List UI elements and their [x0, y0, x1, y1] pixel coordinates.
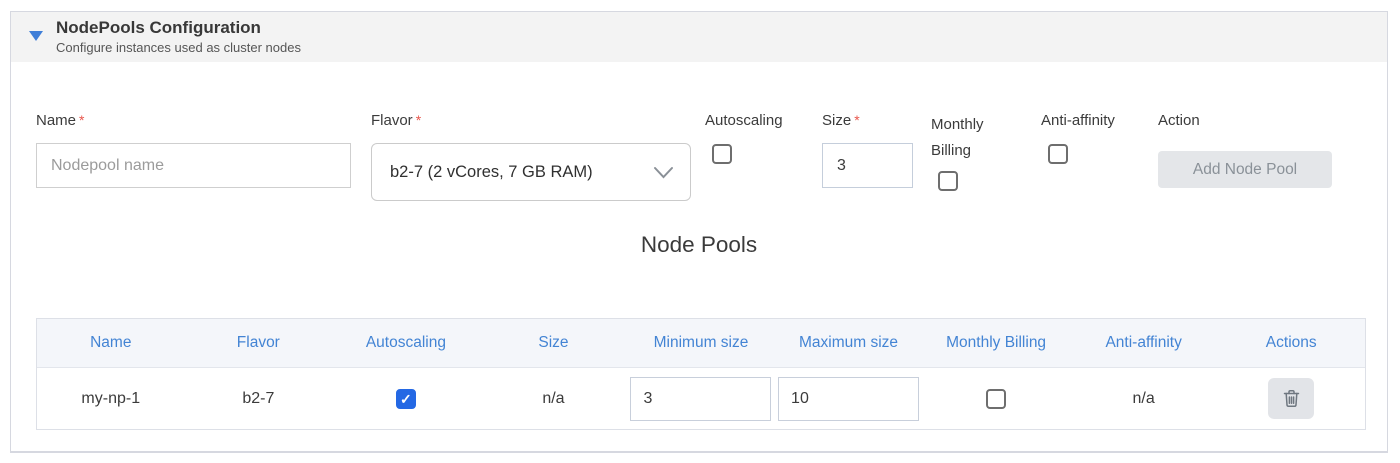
nodepools-panel: NodePools Configuration Configure instan… [10, 11, 1388, 453]
collapse-triangle-icon[interactable] [29, 31, 43, 41]
cell-actions [1217, 378, 1365, 419]
cell-maximum-size [775, 376, 923, 421]
flavor-select[interactable]: b2-7 (2 vCores, 7 GB RAM) [371, 143, 691, 201]
autoscaling-label: Autoscaling [705, 112, 783, 129]
column-header-size: Size [538, 334, 569, 351]
panel-title: NodePools Configuration [56, 18, 261, 37]
node-pools-section-title: Node Pools [640, 232, 758, 257]
column-header-name: Name [90, 334, 132, 351]
maximum-size-input[interactable] [778, 376, 920, 421]
size-input[interactable] [822, 143, 913, 188]
autoscaling-checkbox[interactable]: ✓ [712, 144, 732, 164]
column-header-flavor: Flavor [236, 334, 280, 351]
cell-name: my-np-1 [81, 389, 141, 407]
panel-header: NodePools Configuration Configure instan… [11, 12, 1387, 62]
size-label: Size* [822, 112, 860, 129]
required-marker: * [854, 112, 860, 128]
column-header-anti-affinity: Anti-affinity [1105, 334, 1182, 351]
required-marker: * [79, 112, 85, 128]
flavor-label: Flavor* [371, 112, 422, 129]
cell-autoscaling: ✓ [332, 388, 480, 409]
cell-flavor: b2-7 [242, 389, 275, 407]
required-marker: * [415, 112, 422, 128]
node-pools-table: Name Flavor Autoscaling Size Minimum siz… [36, 318, 1366, 430]
action-label: Action [1158, 112, 1200, 129]
anti-affinity-label: Anti-affinity [1041, 112, 1115, 129]
chevron-down-icon [654, 166, 673, 178]
table-row: my-np-1 b2-7 ✓ n/a [37, 368, 1365, 429]
monthly-billing-checkbox[interactable]: ✓ [938, 171, 958, 191]
trash-icon [1283, 390, 1299, 408]
table-header-row: Name Flavor Autoscaling Size Minimum siz… [37, 319, 1365, 368]
column-header-monthly-billing: Monthly Billing [946, 334, 1047, 351]
minimum-size-input[interactable] [630, 376, 772, 421]
column-header-maximum-size: Maximum size [799, 334, 899, 351]
panel-subtitle: Configure instances used as cluster node… [56, 40, 301, 55]
cell-anti-affinity: n/a [1132, 389, 1155, 407]
cell-monthly-billing: ✓ [922, 388, 1070, 409]
cell-size: n/a [542, 389, 565, 407]
column-header-minimum-size: Minimum size [653, 334, 749, 351]
add-node-pool-button[interactable]: Add Node Pool [1158, 151, 1332, 188]
row-monthly-billing-checkbox[interactable]: ✓ [986, 388, 1007, 409]
cell-minimum-size [627, 376, 775, 421]
monthly-billing-label: Monthly Billing [931, 116, 984, 160]
anti-affinity-checkbox[interactable]: ✓ [1048, 144, 1068, 164]
name-label: Name* [36, 112, 85, 129]
column-header-autoscaling: Autoscaling [365, 334, 446, 351]
flavor-selected-value: b2-7 (2 vCores, 7 GB RAM) [390, 162, 593, 181]
row-autoscaling-checkbox[interactable]: ✓ [395, 388, 416, 409]
nodepool-name-input[interactable] [36, 143, 351, 188]
column-header-actions: Actions [1265, 334, 1317, 351]
delete-node-pool-button[interactable] [1268, 378, 1315, 419]
